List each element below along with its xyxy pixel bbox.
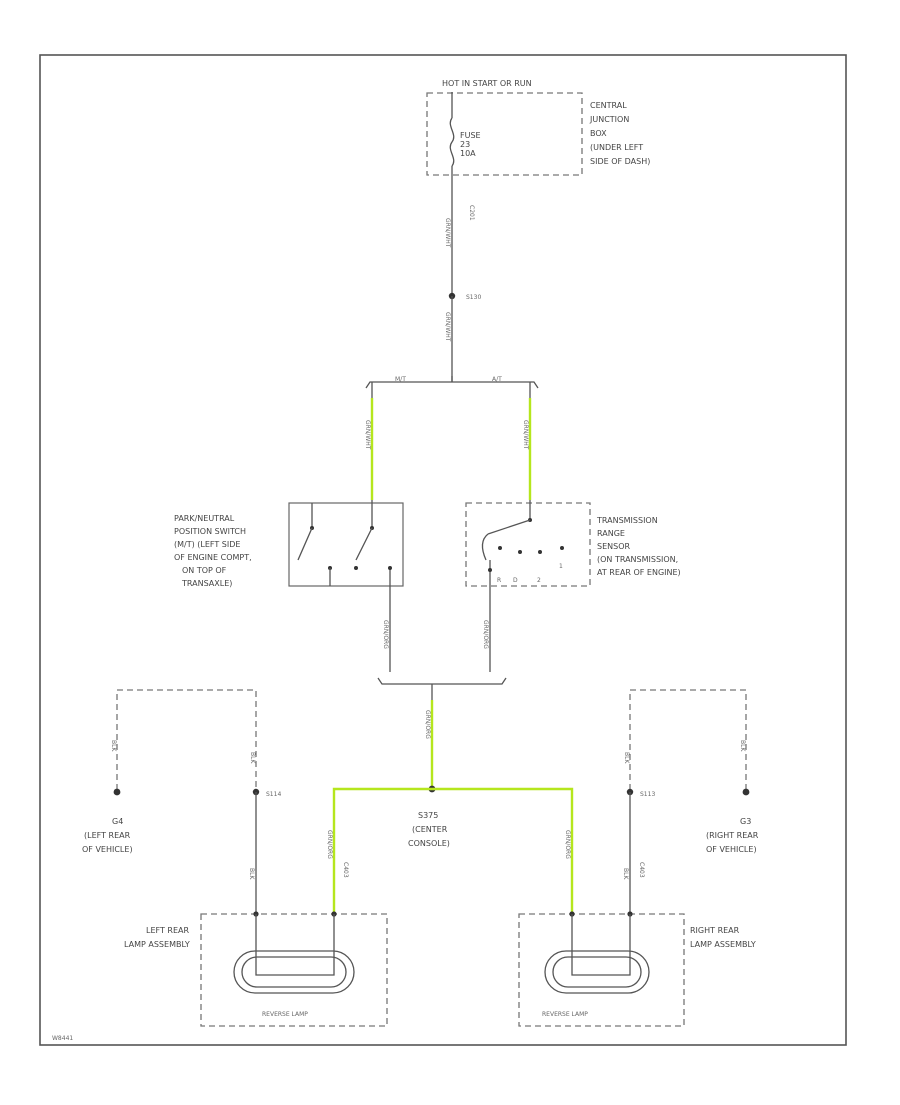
wire-code-switch-out-left: GRN/ORG	[382, 620, 389, 649]
svg-text:SENSOR: SENSOR	[597, 542, 630, 551]
wire-code-g-left-wire: BLK	[249, 752, 256, 764]
wire-code-branch-right: GRN/WHT	[522, 420, 529, 450]
park-neutral-switch-label: PARK/NEUTRAL POSITION SWITCH (M/T) (LEFT…	[174, 514, 252, 588]
wire-code-to-splice: GRN/ORG	[424, 710, 431, 739]
left-ground-harness	[116, 689, 257, 790]
svg-text:CENTRAL: CENTRAL	[590, 101, 627, 110]
svg-text:23: 23	[460, 140, 470, 149]
svg-text:SIDE OF DASH): SIDE OF DASH)	[590, 157, 650, 166]
right-reverse-lamp-bulb	[544, 950, 650, 994]
svg-text:TRANSAXLE): TRANSAXLE)	[181, 579, 232, 588]
range-positions: R D 2 1	[497, 563, 563, 584]
svg-text:(LEFT REAR: (LEFT REAR	[84, 831, 131, 840]
svg-text:LAMP ASSEMBLY: LAMP ASSEMBLY	[690, 940, 756, 949]
svg-text:RIGHT REAR: RIGHT REAR	[690, 926, 740, 935]
right-reverse-lamp-label: REVERSE LAMP	[542, 1011, 588, 1018]
connector-c403-right: C403	[638, 862, 645, 878]
right-ground-harness	[629, 689, 747, 790]
bracket-label-mt: M/T	[395, 376, 406, 383]
fuse-label: FUSE 23 10A	[460, 131, 481, 158]
wire-code-lamp-right: GRN/ORG	[564, 830, 571, 859]
svg-text:G4: G4	[112, 817, 123, 826]
svg-text:(ON TRANSMISSION,: (ON TRANSMISSION,	[597, 555, 678, 564]
ground-g4-label: G4 (LEFT REAR OF VEHICLE)	[82, 817, 133, 854]
hot-label: HOT IN START OR RUN	[442, 79, 532, 88]
connector-c403-left: C403	[342, 862, 349, 878]
svg-text:PARK/NEUTRAL: PARK/NEUTRAL	[174, 514, 235, 523]
ground-g4	[113, 788, 121, 796]
svg-text:JUNCTION: JUNCTION	[589, 115, 629, 124]
svg-text:LEFT REAR: LEFT REAR	[146, 926, 189, 935]
svg-text:S375: S375	[418, 811, 438, 820]
svg-text:D: D	[513, 577, 518, 584]
park-neutral-switch	[288, 502, 404, 587]
svg-text:AT REAR OF ENGINE): AT REAR OF ENGINE)	[597, 568, 681, 577]
svg-text:1: 1	[559, 563, 563, 570]
transmission-range-sensor	[465, 502, 591, 587]
mt-at-bracket	[365, 376, 539, 389]
svg-text:2: 2	[537, 577, 541, 584]
wire-code-ground-right-2: BLK	[739, 740, 746, 752]
svg-text:BOX: BOX	[590, 129, 607, 138]
park-neutral-switch-contacts	[297, 500, 392, 600]
wire-code-ground-right: BLK	[622, 868, 629, 880]
merge-bracket	[377, 677, 507, 685]
ground-g3	[742, 788, 750, 796]
left-reverse-lamp-label: REVERSE LAMP	[262, 1011, 308, 1018]
svg-text:OF VEHICLE): OF VEHICLE)	[82, 845, 133, 854]
svg-text:(RIGHT REAR: (RIGHT REAR	[706, 831, 759, 840]
svg-text:RANGE: RANGE	[597, 529, 625, 538]
wire-code-feed-1: GRN/WHT	[444, 218, 451, 248]
splice-s113-label: S113	[640, 791, 655, 798]
svg-text:POSITION SWITCH: POSITION SWITCH	[174, 527, 246, 536]
right-rear-lamp-assembly	[518, 913, 685, 1027]
lamp-feed-wires	[332, 787, 574, 912]
left-reverse-lamp-bulb	[233, 950, 355, 994]
connector-c201: C201	[468, 205, 475, 221]
splice-s114-label: S114	[266, 791, 281, 798]
left-rear-lamp-assembly	[200, 913, 388, 1027]
splice-s130-label: S130	[466, 294, 481, 301]
central-junction-box	[426, 92, 583, 176]
svg-text:R: R	[497, 577, 501, 584]
diagram-frame	[39, 54, 847, 1046]
wire-code-branch-left: GRN/WHT	[364, 420, 371, 450]
transmission-range-sensor-contacts	[481, 500, 564, 600]
wire-code-ground-left: BLK	[248, 868, 255, 880]
wire-code-lamp-left: GRN/ORG	[326, 830, 333, 859]
right-lamp-label: RIGHT REAR LAMP ASSEMBLY	[690, 926, 756, 949]
junction-box-location: CENTRAL JUNCTION BOX (UNDER LEFT SIDE OF…	[589, 101, 650, 166]
svg-text:ON TOP OF: ON TOP OF	[182, 566, 227, 575]
splice-s375-label: S375 (CENTER CONSOLE)	[408, 811, 450, 848]
svg-text:(M/T) (LEFT SIDE: (M/T) (LEFT SIDE	[174, 540, 240, 549]
diagram-code: W8441	[52, 1035, 73, 1042]
svg-text:LAMP ASSEMBLY: LAMP ASSEMBLY	[124, 940, 190, 949]
svg-text:(UNDER LEFT: (UNDER LEFT	[590, 143, 643, 152]
wire-code-g-right-wire: BLK	[623, 752, 630, 764]
svg-text:OF VEHICLE): OF VEHICLE)	[706, 845, 757, 854]
fuse-symbol	[449, 92, 455, 186]
svg-text:CONSOLE): CONSOLE)	[408, 839, 450, 848]
left-lamp-terminals	[253, 911, 337, 955]
svg-text:FUSE: FUSE	[460, 131, 481, 140]
right-lamp-terminals	[569, 911, 633, 955]
left-lamp-label: LEFT REAR LAMP ASSEMBLY	[124, 926, 190, 949]
transmission-range-sensor-label: TRANSMISSION RANGE SENSOR (ON TRANSMISSI…	[596, 516, 681, 577]
svg-text:OF ENGINE COMPT,: OF ENGINE COMPT,	[174, 553, 252, 562]
wire-code-ground-left-2: BLK	[110, 740, 117, 752]
bracket-label-at: A/T	[492, 376, 502, 383]
ground-g3-label: G3 (RIGHT REAR OF VEHICLE)	[706, 817, 759, 854]
svg-text:G3: G3	[740, 817, 751, 826]
wire-code-feed-2: GRN/WHT	[444, 312, 451, 342]
wire-code-switch-out-right: GRN/ORG	[482, 620, 489, 649]
svg-text:10A: 10A	[460, 149, 476, 158]
svg-text:(CENTER: (CENTER	[412, 825, 448, 834]
svg-text:TRANSMISSION: TRANSMISSION	[596, 516, 658, 525]
